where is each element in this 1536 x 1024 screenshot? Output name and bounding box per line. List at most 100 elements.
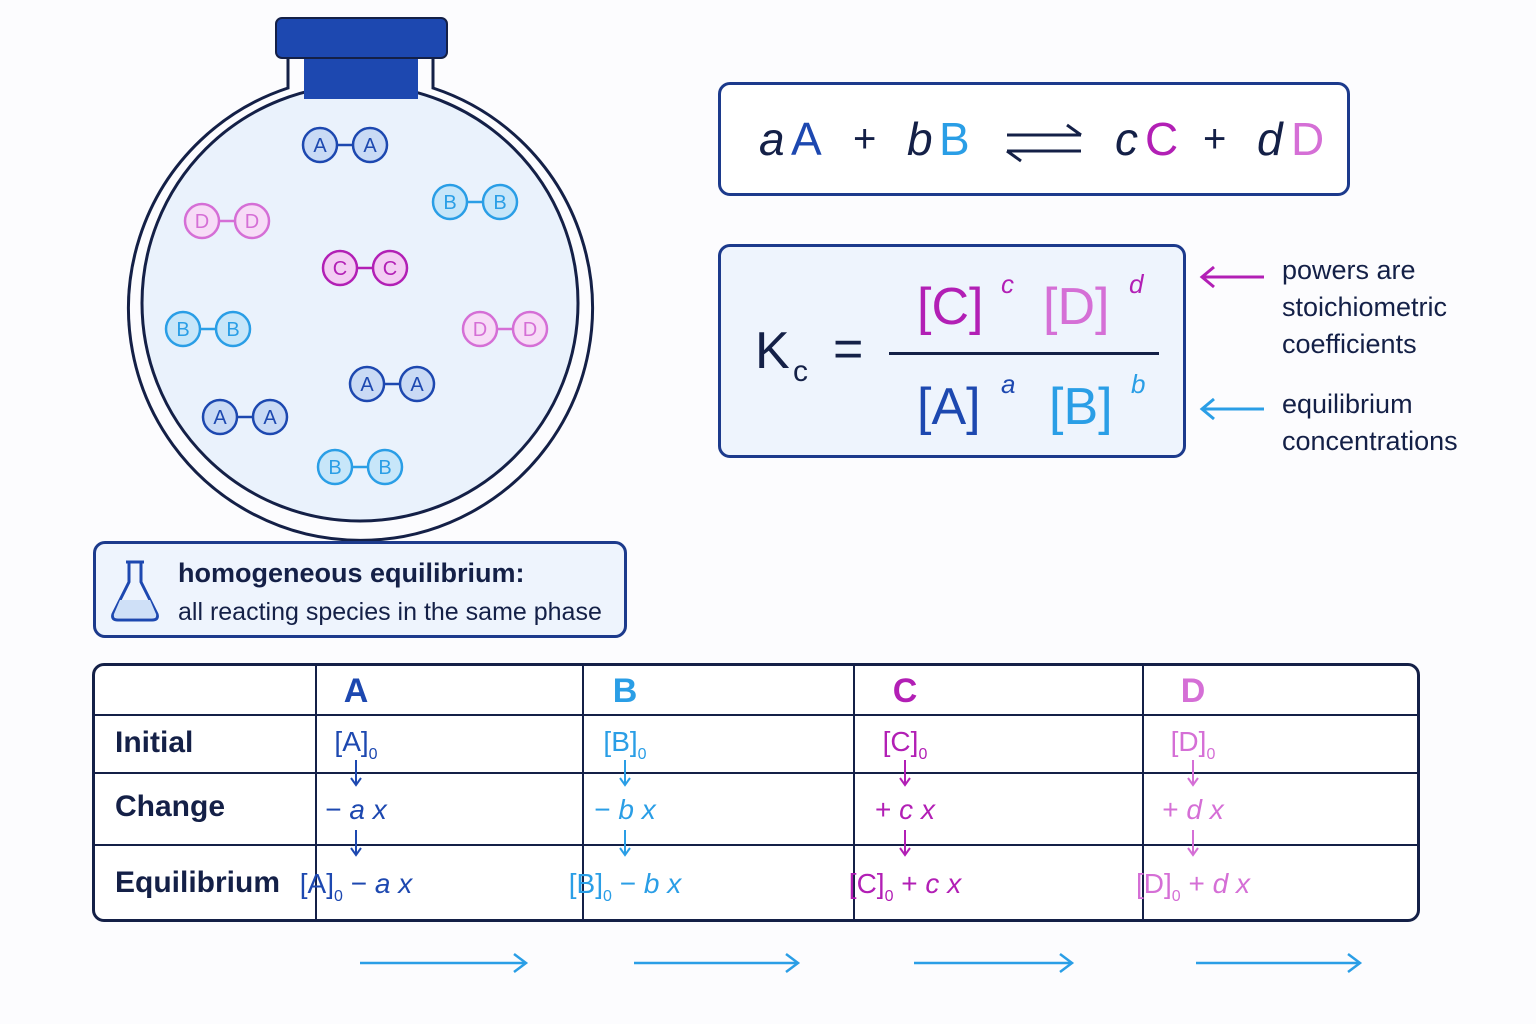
atom-label: A <box>363 135 377 157</box>
table-divider <box>95 844 1417 846</box>
table-divider <box>853 666 855 919</box>
atom-A <box>301 126 339 164</box>
table-divider <box>95 714 1417 716</box>
annotation-line: powers are <box>1282 255 1416 285</box>
equilibrium-cell-A: [A]0 − a x <box>299 868 413 905</box>
atom-D <box>511 310 549 348</box>
flask-icon <box>111 560 159 622</box>
exponent-a: a <box>1001 369 1016 399</box>
change-cell-B: − b x <box>594 794 656 825</box>
exponent-c: c <box>1001 269 1014 299</box>
down-arrow-icon <box>1187 760 1199 787</box>
atom-label: A <box>263 407 277 429</box>
annotation-line: coefficients <box>1282 329 1417 359</box>
atom-label: A <box>313 135 327 157</box>
atom-label: B <box>176 319 189 341</box>
atom-D <box>233 202 271 240</box>
equilibrium-cell-D: [D]0 + d x <box>1136 868 1250 905</box>
table-divider <box>582 666 584 919</box>
down-arrow-icon <box>1187 830 1199 857</box>
atom-A <box>201 398 239 436</box>
numerator-C: [C] <box>917 278 984 336</box>
column-header-C: C <box>892 672 918 710</box>
reaction-equation-box: a A + b B c C + d D <box>718 82 1350 196</box>
initial-cell-C: [C]0 <box>882 726 928 763</box>
bottom-arrows <box>360 953 1363 973</box>
row-label-equilibrium: Equilibrium <box>115 866 280 899</box>
atom-label: D <box>473 319 487 341</box>
table-divider <box>1142 666 1144 919</box>
kc-subscript: c <box>793 355 808 388</box>
homogeneous-title: homogeneous equilibrium: <box>178 558 525 588</box>
annotation-line: stoichiometric <box>1282 292 1448 322</box>
atom-C <box>371 249 409 287</box>
atom-B <box>316 448 354 486</box>
atom-B <box>366 448 404 486</box>
atom-label: D <box>245 211 259 233</box>
atom-D <box>461 310 499 348</box>
annotation-line: equilibrium <box>1282 389 1413 419</box>
species-C: C <box>1145 113 1179 165</box>
homogeneous-subtitle: all reacting species in the same phase <box>178 598 602 626</box>
atom-label: C <box>333 258 347 280</box>
plus-sign: + <box>1203 117 1227 161</box>
table-divider <box>315 666 317 919</box>
flask-stopper <box>275 17 448 59</box>
exponent-b: b <box>1131 369 1146 399</box>
atom-B <box>481 183 519 221</box>
equilibrium-cell-B: [B]0 − b x <box>568 868 682 905</box>
kc-expression-box: K c = [C] c [D] d [A] a [B] b <box>718 244 1186 458</box>
change-cell-C: + c x <box>875 794 935 825</box>
atom-A <box>351 126 389 164</box>
coef-d: d <box>1257 113 1283 165</box>
down-arrow-icon <box>619 830 631 857</box>
down-arrow-icon <box>350 760 362 787</box>
initial-cell-A: [A]0 <box>334 726 378 763</box>
column-header-D: D <box>1180 672 1206 710</box>
species-A: A <box>791 113 822 165</box>
change-cell-A: − a x <box>325 794 387 825</box>
atom-B <box>214 310 252 348</box>
arrow-left-blue-icon <box>1199 397 1264 421</box>
kc-equals: = <box>833 320 864 378</box>
atom-label: C <box>383 258 397 280</box>
initial-cell-B: [B]0 <box>603 726 647 763</box>
coef-b: b <box>907 113 933 165</box>
table-divider <box>95 772 1417 774</box>
homogeneous-equilibrium-box: homogeneous equilibrium: all reacting sp… <box>93 541 627 638</box>
fraction-bar <box>889 352 1159 355</box>
atom-label: D <box>523 319 537 341</box>
column-header-B: B <box>612 672 638 710</box>
atom-label: D <box>195 211 209 233</box>
species-D: D <box>1291 113 1325 165</box>
flask-neck <box>304 55 418 99</box>
column-header-A: A <box>343 672 369 710</box>
ice-table: Initial Change Equilibrium A[A]0− a x[A]… <box>92 663 1420 922</box>
coef-a: a <box>759 113 785 165</box>
atom-label: B <box>378 457 391 479</box>
plus-sign: + <box>853 117 877 161</box>
concentrations-annotation: equilibrium concentrations <box>1282 386 1458 460</box>
down-arrow-icon <box>350 830 362 857</box>
atom-label: B <box>493 192 506 214</box>
atom-label: A <box>360 374 374 396</box>
row-label-change: Change <box>115 790 226 823</box>
atom-A <box>398 365 436 403</box>
flask-outline <box>127 58 594 542</box>
down-arrow-icon <box>619 760 631 787</box>
denominator-B: [B] <box>1049 378 1113 436</box>
atom-label: A <box>213 407 227 429</box>
powers-annotation: powers are stoichiometric coefficients <box>1282 252 1447 363</box>
kc-K: K <box>755 322 790 380</box>
coef-c: c <box>1115 113 1138 165</box>
